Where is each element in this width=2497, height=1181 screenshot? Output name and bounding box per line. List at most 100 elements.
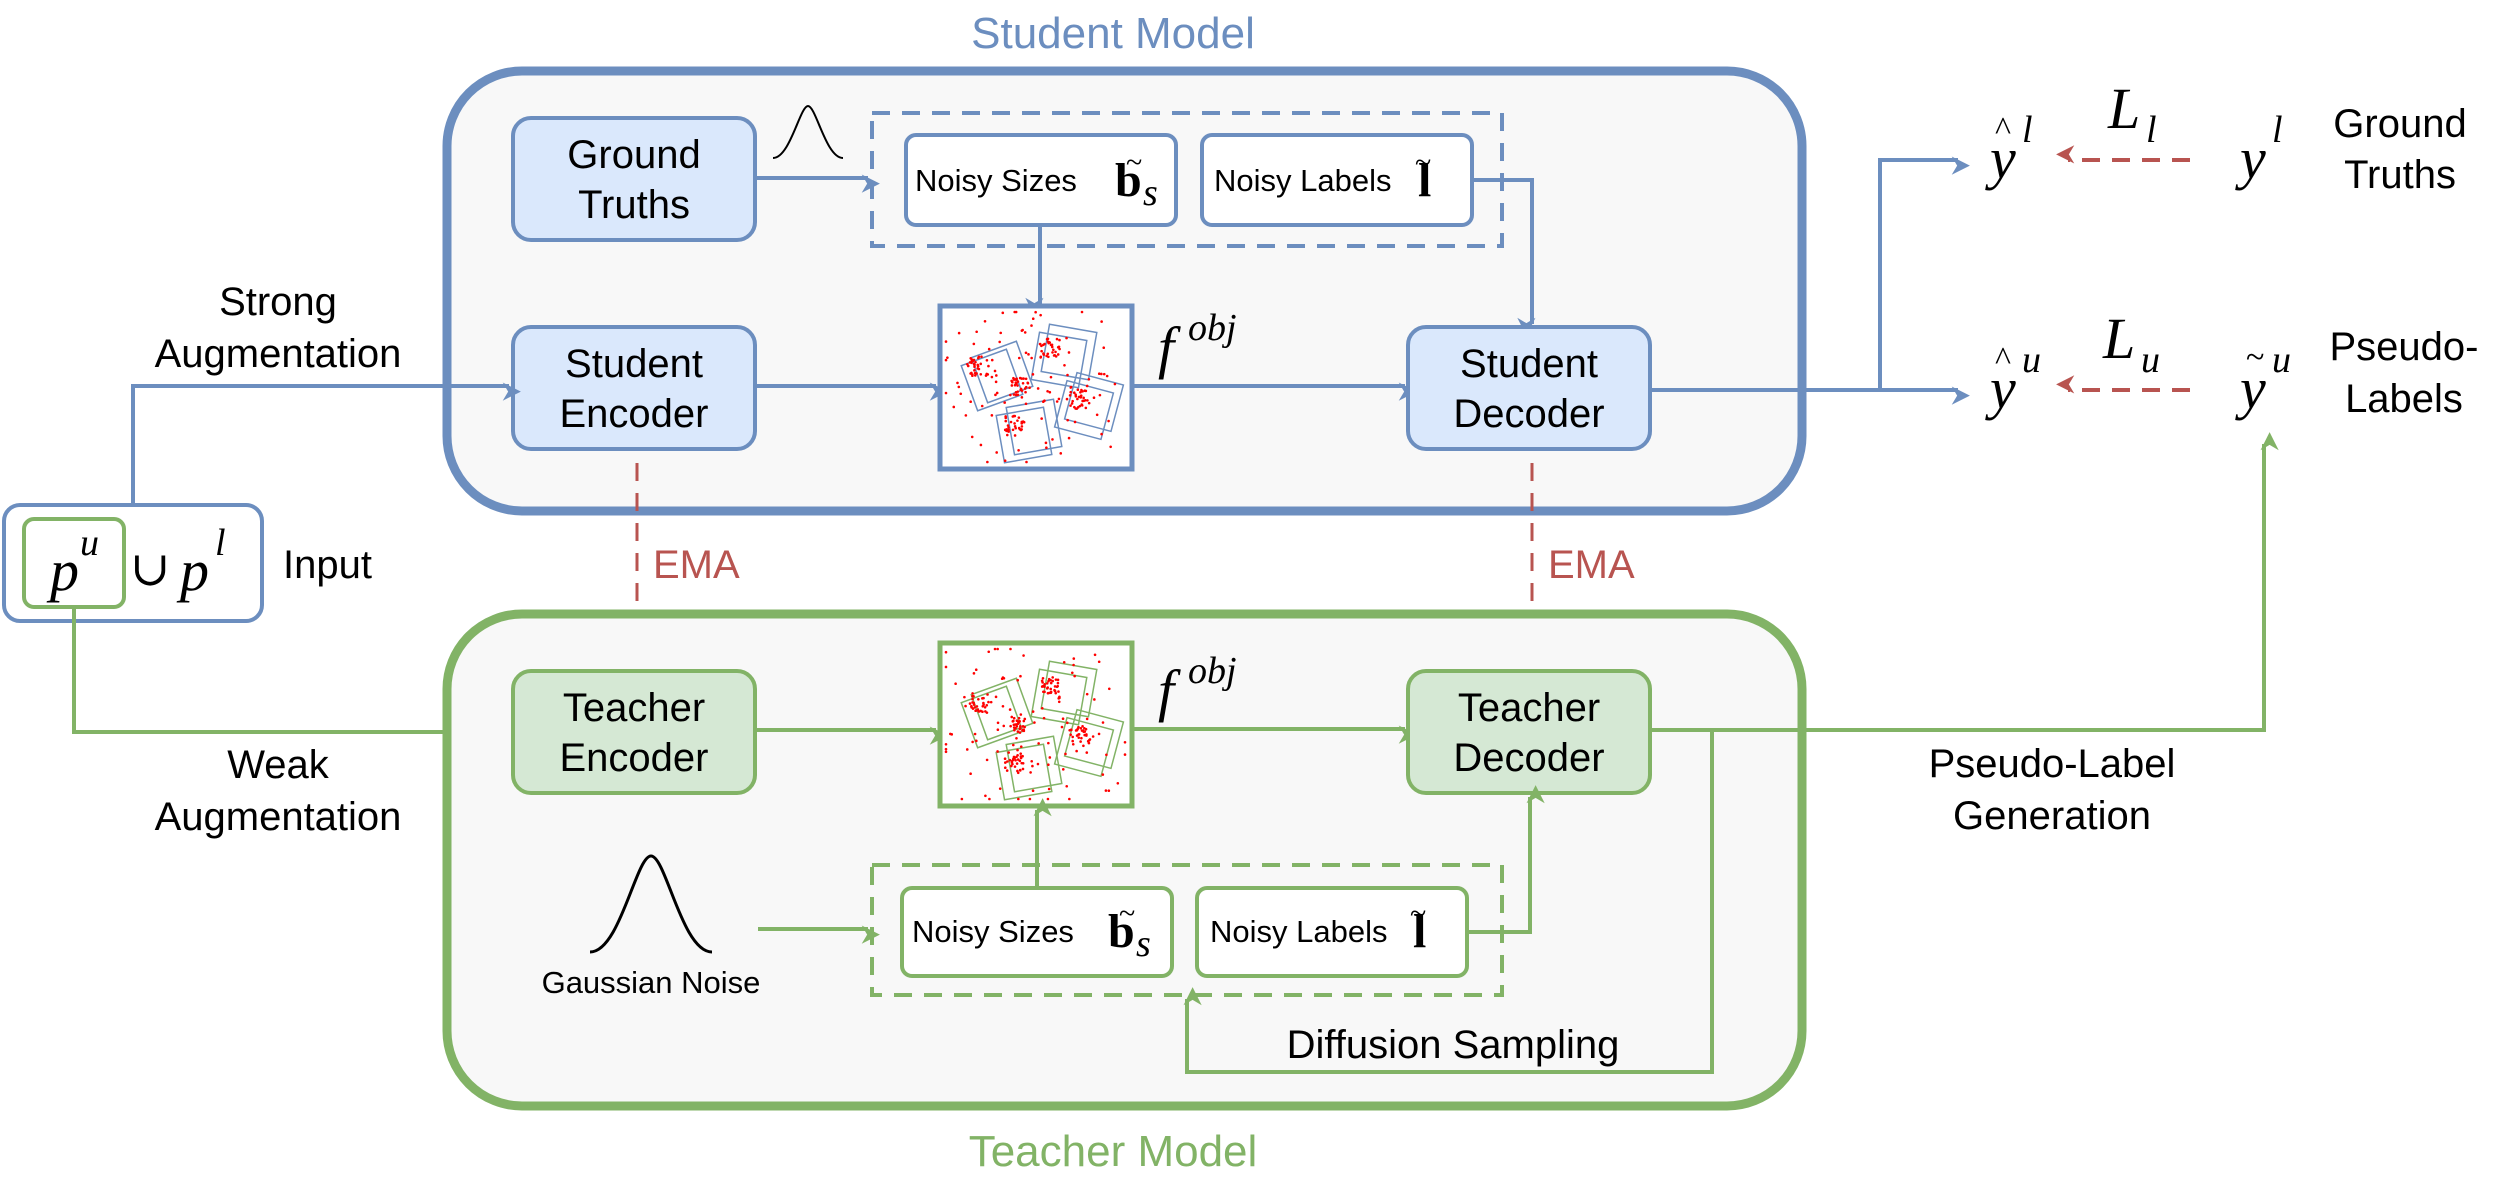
svg-text:u: u (2022, 339, 2041, 381)
point-cloud-dot (969, 400, 972, 404)
point-cloud-dot (1012, 719, 1015, 723)
point-cloud-dot (1054, 678, 1058, 681)
point-cloud-dot (1031, 764, 1034, 768)
point-cloud-dot (1008, 758, 1012, 762)
point-cloud-dot (1016, 769, 1019, 773)
point-cloud-dot (1066, 418, 1069, 422)
ground-truths-line1: Ground (567, 133, 700, 177)
point-cloud-dot (1080, 403, 1084, 406)
point-cloud-dot (1003, 401, 1006, 404)
input-sup-l: l (215, 522, 226, 564)
point-cloud-dot (1013, 422, 1016, 425)
student-feature-map (937, 303, 1135, 472)
svg-text:l: l (2146, 109, 2157, 151)
point-cloud-dot (1016, 748, 1019, 752)
point-cloud-dot (1066, 373, 1069, 377)
point-cloud-dot (1071, 735, 1074, 739)
point-cloud-dot (969, 772, 972, 776)
input-label: Input (283, 543, 372, 587)
point-cloud-dot (975, 372, 978, 375)
point-cloud-dot (1003, 459, 1007, 463)
point-cloud-dot (1084, 406, 1088, 410)
point-cloud-dot (1013, 414, 1017, 418)
point-cloud-dot (1037, 742, 1040, 745)
point-cloud-dot (979, 362, 983, 366)
point-cloud-dot (949, 732, 952, 736)
point-cloud-dot (979, 372, 983, 376)
point-cloud-dot (1019, 724, 1022, 728)
point-cloud-dot (984, 710, 987, 713)
point-cloud-dot (1030, 356, 1033, 360)
point-cloud-dot (1065, 784, 1069, 788)
point-cloud-dot (1086, 399, 1089, 402)
point-cloud-dot (1014, 310, 1018, 314)
point-cloud-dot (1079, 391, 1082, 394)
point-cloud-dot (1009, 420, 1013, 424)
point-cloud-dot (1013, 728, 1016, 732)
point-cloud-dot (1081, 725, 1084, 728)
point-cloud-dot (1047, 787, 1051, 791)
point-cloud-dot (973, 374, 977, 377)
bounding-box-glyph (970, 677, 1034, 741)
edge-pseudo-label-generation (1651, 432, 2279, 732)
point-cloud-dot (1082, 730, 1086, 734)
point-cloud-dot (985, 758, 989, 762)
point-cloud-dot (1098, 393, 1102, 397)
point-cloud-dot (1040, 706, 1044, 710)
point-cloud-dot (1083, 389, 1087, 393)
student-noisy-labels-box: Noisy Labels l ~ (1200, 133, 1474, 227)
point-cloud-dot (1009, 724, 1012, 728)
point-cloud-dot (1083, 727, 1086, 730)
point-cloud-dot (1046, 352, 1050, 356)
point-cloud-dot (1043, 682, 1046, 686)
point-cloud-dot (1020, 425, 1024, 428)
point-cloud-dot (1028, 797, 1032, 801)
point-cloud-dot (982, 701, 985, 705)
point-cloud-dot (1007, 428, 1010, 432)
point-cloud-dot (1014, 758, 1017, 762)
point-cloud-dot (1046, 686, 1050, 689)
point-cloud-dot (1014, 390, 1018, 394)
point-cloud-dot (1008, 708, 1012, 711)
edge-weak-augmentation (72, 608, 521, 747)
point-cloud-dot (1049, 691, 1053, 695)
point-cloud-dot (1064, 752, 1067, 756)
point-cloud-dot (1053, 685, 1057, 688)
point-cloud-dot (996, 728, 1000, 732)
y-hat-u: y ^ u (1985, 339, 2041, 421)
input-p-l: p (176, 538, 209, 603)
point-cloud-dot (944, 665, 948, 669)
point-cloud-dot (957, 385, 961, 389)
input-p-u: p (46, 538, 79, 603)
svg-text:L: L (2107, 76, 2140, 141)
point-cloud-dot (1071, 739, 1074, 743)
point-cloud-dot (1017, 797, 1020, 801)
point-cloud-dot (975, 739, 978, 743)
point-cloud-dot (976, 367, 979, 370)
point-cloud-dot (973, 365, 976, 369)
point-cloud-dot (1033, 721, 1036, 724)
weak-aug-line1: Weak (227, 743, 330, 787)
pseudo-label-gen-line2: Generation (1953, 794, 2151, 838)
point-cloud-dot (1003, 766, 1007, 769)
point-cloud-dot (1052, 348, 1055, 352)
point-cloud-dot (1045, 446, 1048, 449)
point-cloud-dot (1021, 381, 1025, 385)
point-cloud-dot (1045, 682, 1049, 685)
svg-text:y: y (1985, 126, 2016, 191)
edge-teacher-noisy-labels-to-decoder (1468, 785, 1545, 934)
point-cloud-dot (973, 706, 977, 709)
point-cloud-dot (1105, 374, 1109, 378)
point-cloud-dot (1058, 347, 1061, 351)
point-cloud-dot (1017, 716, 1021, 720)
point-cloud-dot (1011, 380, 1014, 384)
point-cloud-dot (1104, 789, 1108, 792)
point-cloud-dot (975, 330, 978, 334)
point-cloud-dot (1019, 428, 1023, 432)
teacher-noisy-sizes-sub: s (1136, 923, 1151, 965)
point-cloud-dot (1024, 377, 1028, 381)
point-cloud-dot (1065, 397, 1069, 401)
ema-left-label: EMA (653, 543, 740, 587)
teacher-decoder-line2: Decoder (1453, 736, 1604, 780)
point-cloud-dot (1056, 678, 1060, 682)
